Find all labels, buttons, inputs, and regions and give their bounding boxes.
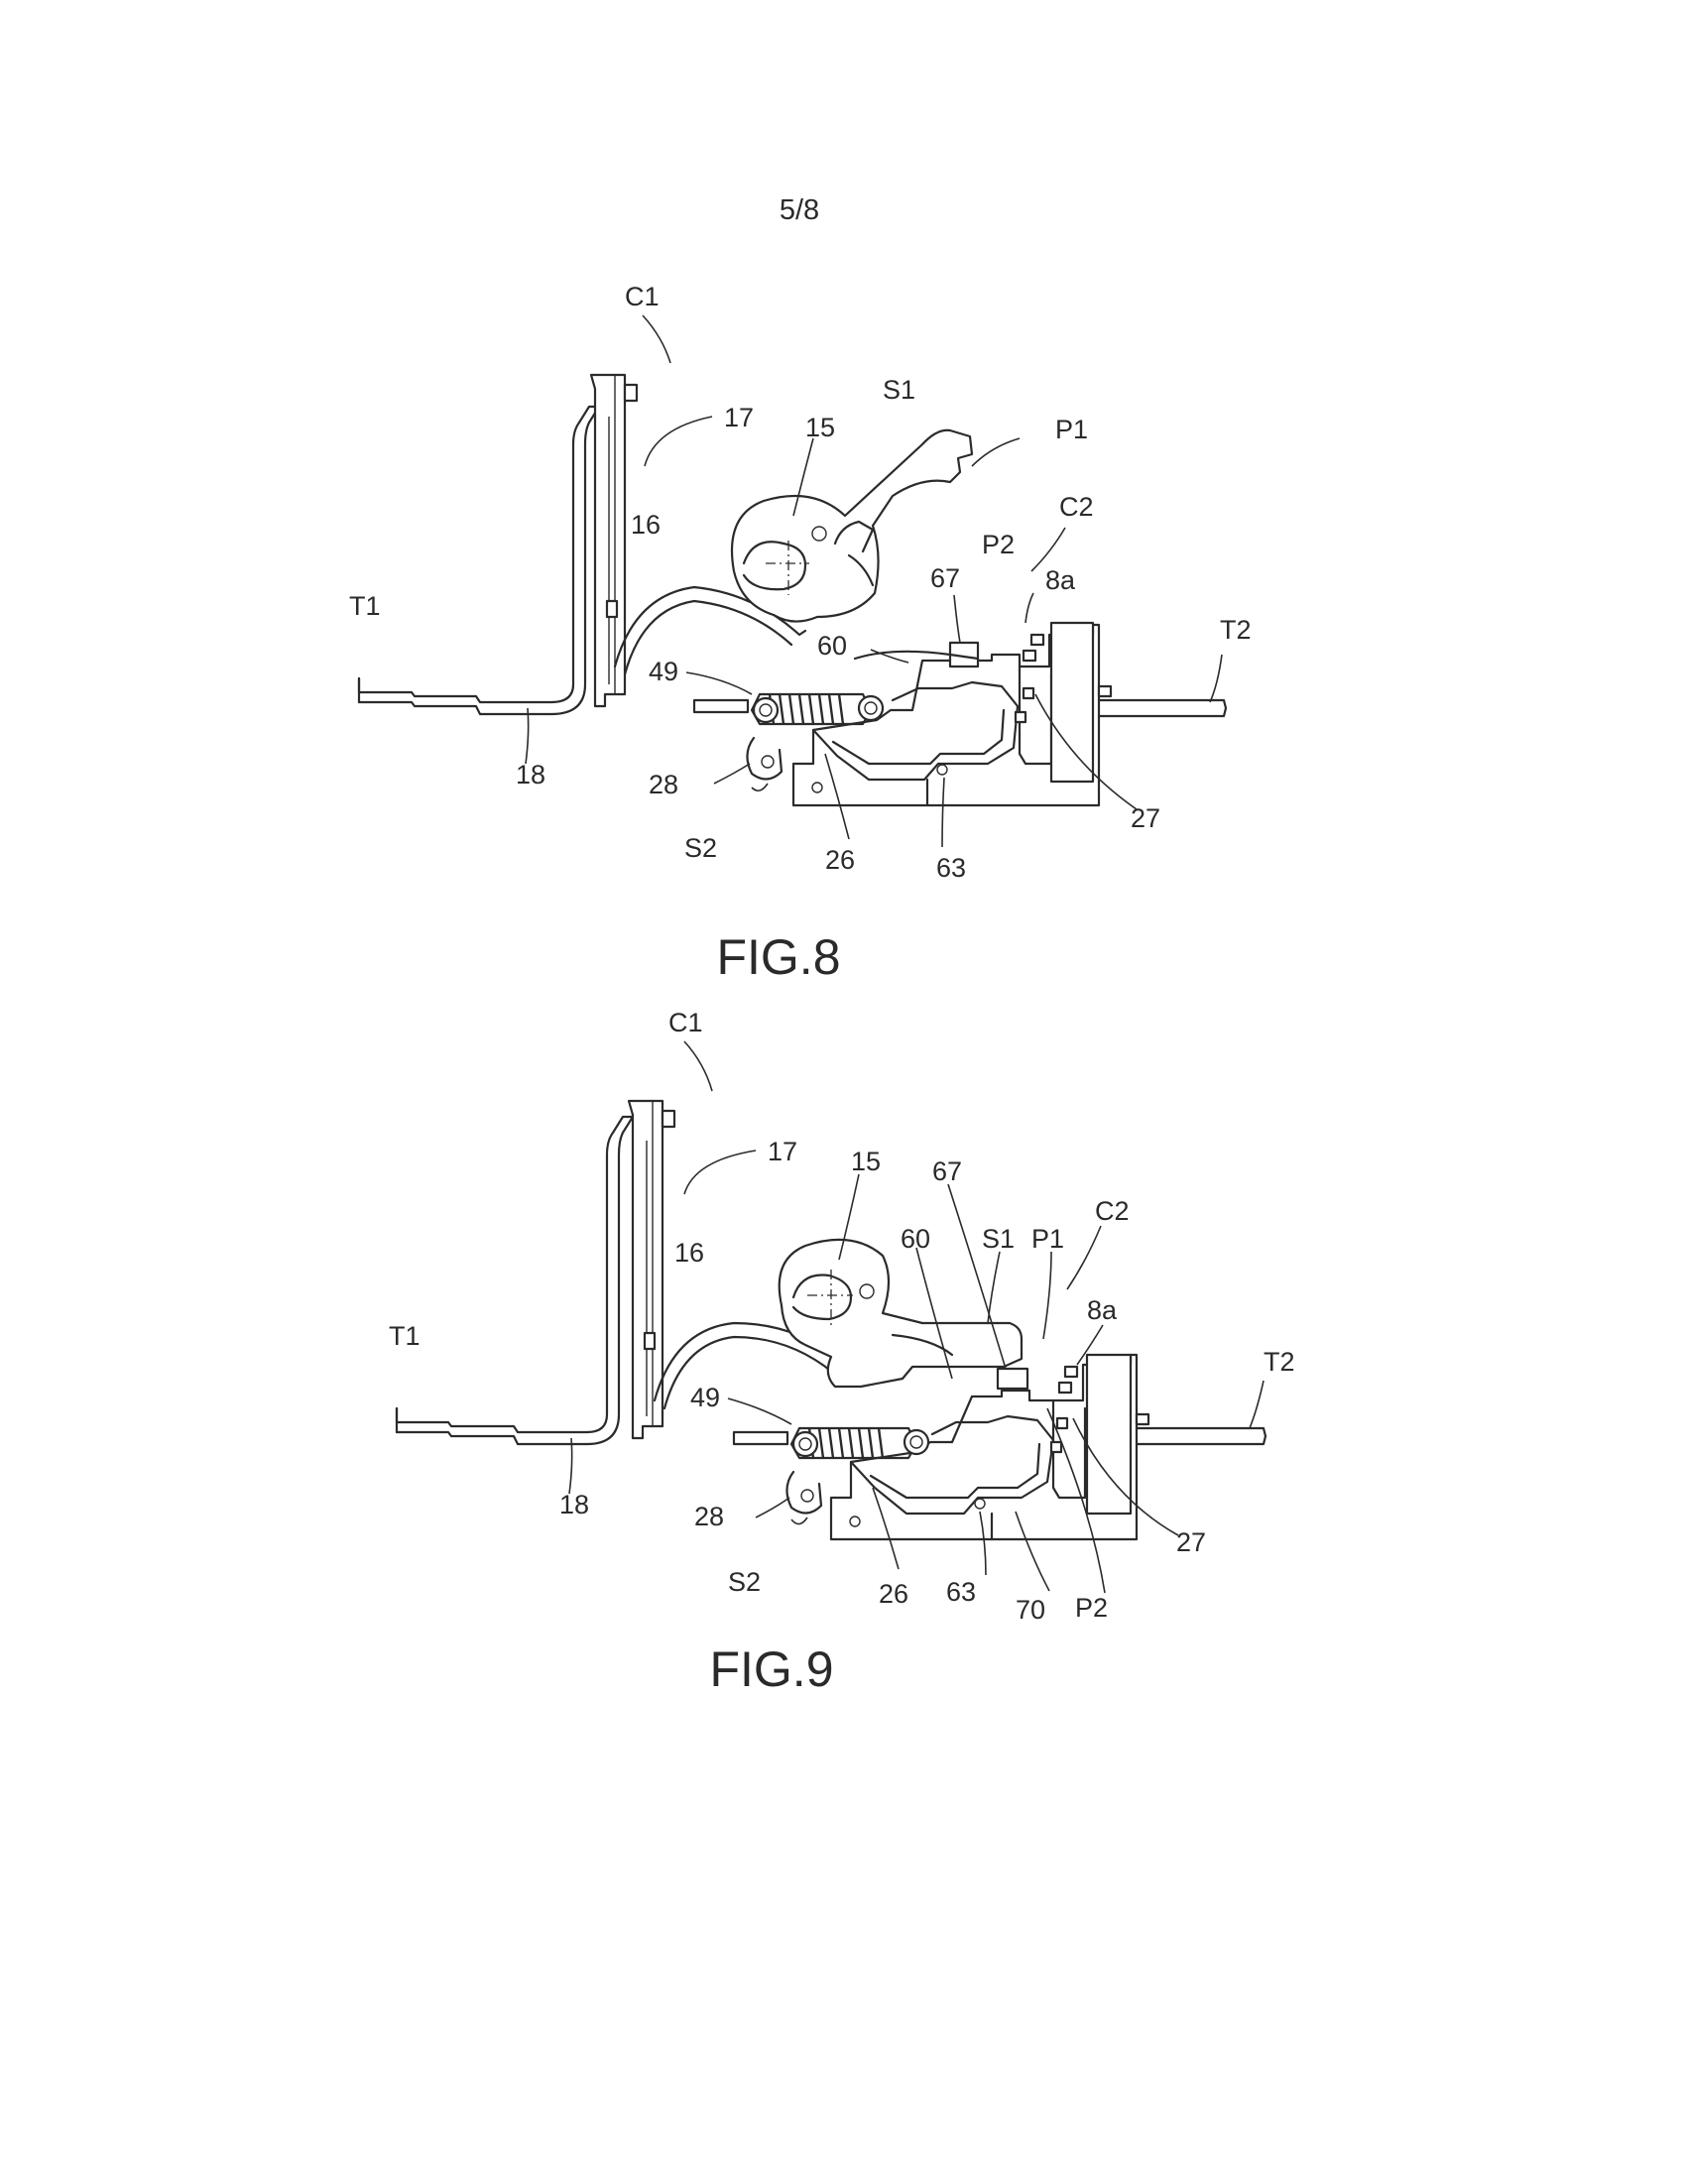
fig8-label-C1: C1 [625, 282, 660, 311]
fig8-label-C2: C2 [1059, 492, 1094, 522]
fig9-label-T1: T1 [389, 1321, 421, 1351]
fig8-mechanism-drawing [357, 373, 1228, 807]
fig9-label-63: 63 [946, 1577, 976, 1607]
fig9-label-26: 26 [879, 1579, 908, 1609]
fig9-reference-labels: C1 17 15 67 C2 60 S1 P1 16 8a T1 T2 49 1… [389, 1008, 1295, 1625]
fig8-label-15: 15 [805, 413, 835, 442]
fig9-label-P1: P1 [1031, 1224, 1064, 1254]
fig9-label-8a: 8a [1087, 1295, 1118, 1325]
fig8-label-P1: P1 [1055, 415, 1088, 444]
fig8-leader-lines [525, 314, 1223, 848]
fig9-label-27: 27 [1176, 1527, 1206, 1557]
fig9-label-S2: S2 [728, 1567, 761, 1597]
fig9-leader-lines [568, 1040, 1265, 1594]
fig9-label-18: 18 [559, 1490, 589, 1519]
fig8-label-16: 16 [631, 510, 661, 540]
figure-8: C1 17 15 S1 P1 16 C2 P2 67 8a T1 T2 60 4… [349, 282, 1252, 985]
fig9-label-17: 17 [768, 1137, 797, 1166]
fig8-reference-labels: C1 17 15 S1 P1 16 C2 P2 67 8a T1 T2 60 4… [349, 282, 1252, 883]
fig8-label-67: 67 [930, 563, 960, 593]
fig9-label-T2: T2 [1264, 1347, 1295, 1377]
fig8-label-60: 60 [817, 631, 847, 661]
fig8-label-28: 28 [649, 770, 678, 799]
fig8-label-T2: T2 [1220, 615, 1252, 645]
fig9-caption: FIG.9 [709, 1641, 833, 1697]
fig8-label-8a: 8a [1045, 565, 1076, 595]
figure-9: C1 17 15 67 C2 60 S1 P1 16 8a T1 T2 49 1… [389, 1008, 1295, 1697]
page-number: 5/8 [780, 194, 819, 226]
fig9-label-16: 16 [674, 1238, 704, 1268]
fig9-label-49: 49 [690, 1383, 720, 1412]
fig8-label-S2: S2 [684, 833, 717, 863]
fig9-label-70: 70 [1016, 1595, 1045, 1625]
fig9-mechanism-drawing [395, 1099, 1267, 1541]
fig8-label-18: 18 [516, 760, 545, 789]
fig8-label-27: 27 [1131, 803, 1160, 833]
fig9-label-S1: S1 [982, 1224, 1015, 1254]
fig8-label-S1: S1 [883, 375, 915, 405]
fig8-caption: FIG.8 [716, 929, 840, 985]
fig8-label-P2: P2 [982, 530, 1015, 559]
fig9-label-28: 28 [694, 1502, 724, 1531]
fig9-label-67: 67 [932, 1156, 962, 1186]
fig9-label-15: 15 [851, 1147, 881, 1176]
fig8-label-63: 63 [936, 853, 966, 883]
fig8-label-49: 49 [649, 657, 678, 686]
fig9-label-P2: P2 [1075, 1593, 1108, 1623]
fig9-label-C2: C2 [1095, 1196, 1130, 1226]
fig9-label-60: 60 [901, 1224, 930, 1254]
fig8-label-T1: T1 [349, 591, 381, 621]
fig9-label-C1: C1 [668, 1008, 703, 1037]
fig8-label-17: 17 [724, 403, 754, 432]
fig8-label-26: 26 [825, 845, 855, 875]
